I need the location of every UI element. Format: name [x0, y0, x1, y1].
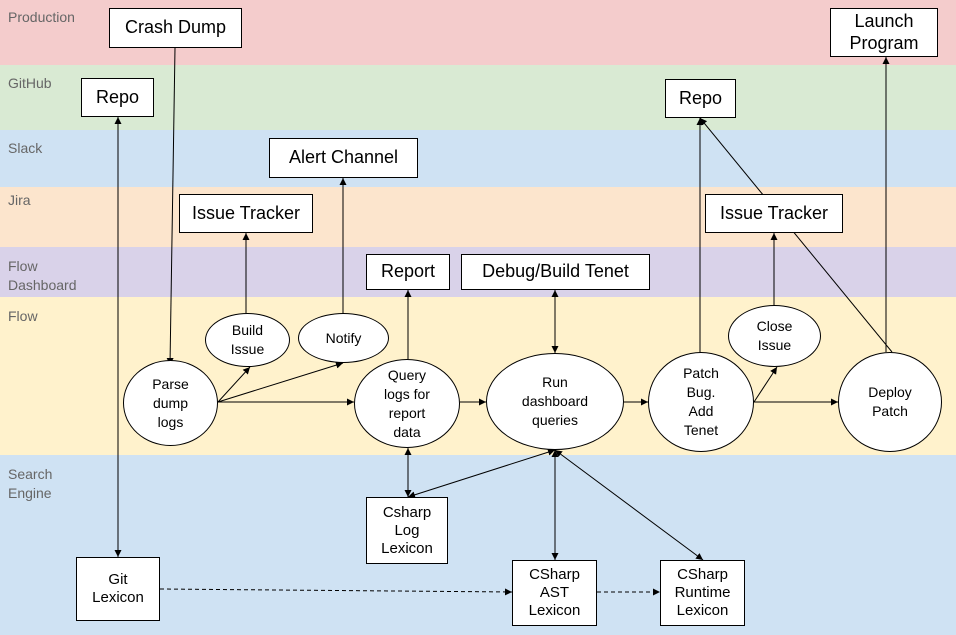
- lane-label-slack: Slack: [8, 140, 43, 156]
- lane-slack: Slack: [0, 130, 956, 187]
- csharp-log-lexicon-box: Csharp Log Lexicon: [366, 497, 448, 564]
- debug-build-tenet-box: Debug/Build Tenet: [461, 254, 650, 290]
- csharp-ast-lexicon-box: CSharp AST Lexicon: [512, 560, 597, 626]
- git-lexicon-box: Git Lexicon: [76, 557, 160, 621]
- launch-program-box: Launch Program: [830, 8, 938, 57]
- close-issue-node: Close Issue: [728, 305, 821, 367]
- lane-label-flow-dashboard: Flow Dashboard: [8, 258, 77, 293]
- lane-label-jira: Jira: [8, 192, 31, 208]
- patch-bug-node: Patch Bug. Add Tenet: [648, 352, 754, 452]
- crash-dump-box: Crash Dump: [109, 8, 242, 48]
- issue-tracker-box-right: Issue Tracker: [705, 194, 843, 233]
- notify-node: Notify: [298, 313, 389, 363]
- report-box: Report: [366, 254, 450, 290]
- issue-tracker-box-left: Issue Tracker: [179, 194, 313, 233]
- lane-label-production: Production: [8, 9, 75, 25]
- csharp-runtime-lexicon-box: CSharp Runtime Lexicon: [660, 560, 745, 626]
- deploy-patch-node: Deploy Patch: [838, 352, 942, 452]
- run-dashboard-queries-node: Run dashboard queries: [486, 353, 624, 450]
- alert-channel-box: Alert Channel: [269, 138, 418, 178]
- lane-label-github: GitHub: [8, 75, 52, 91]
- lane-label-flow: Flow: [8, 308, 38, 324]
- parse-dump-logs-node: Parse dump logs: [123, 360, 218, 446]
- build-issue-node: Build Issue: [205, 313, 290, 367]
- lane-label-search-engine: Search Engine: [8, 466, 53, 501]
- repo-box-right: Repo: [665, 79, 736, 118]
- repo-box-left: Repo: [81, 78, 154, 117]
- query-logs-node: Query logs for report data: [354, 359, 460, 448]
